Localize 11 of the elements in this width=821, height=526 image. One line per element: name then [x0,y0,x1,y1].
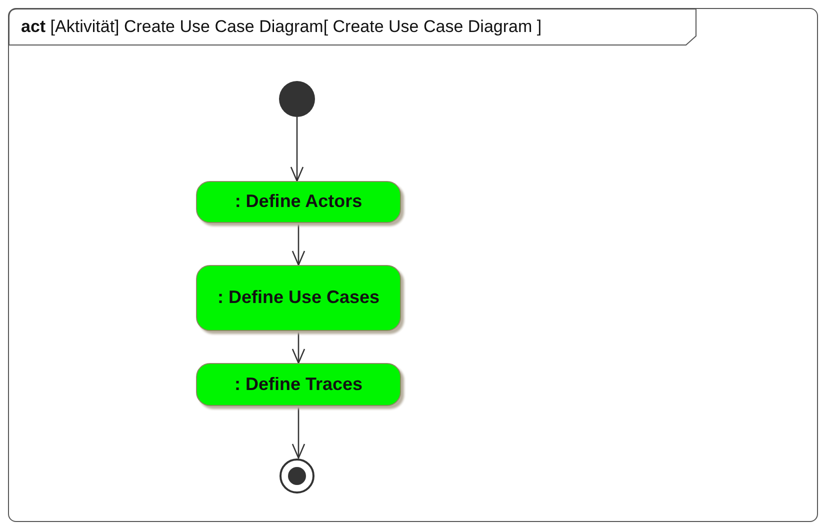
final-node [279,458,315,494]
action-box: : Define Traces [196,363,401,406]
control-flow-arrow [292,406,306,459]
action-box: : Define Use Cases [196,265,401,331]
control-flow-arrow [290,117,304,182]
frame-header: act [Aktivität] Create Use Case Diagram[ Create Use Case Diagram ] [21,17,542,37]
control-flow-arrow [292,223,306,266]
initial-node [279,81,315,117]
activity-frame [8,8,818,522]
action-box: : Define Actors [196,181,401,223]
control-flow-arrow [292,331,306,364]
